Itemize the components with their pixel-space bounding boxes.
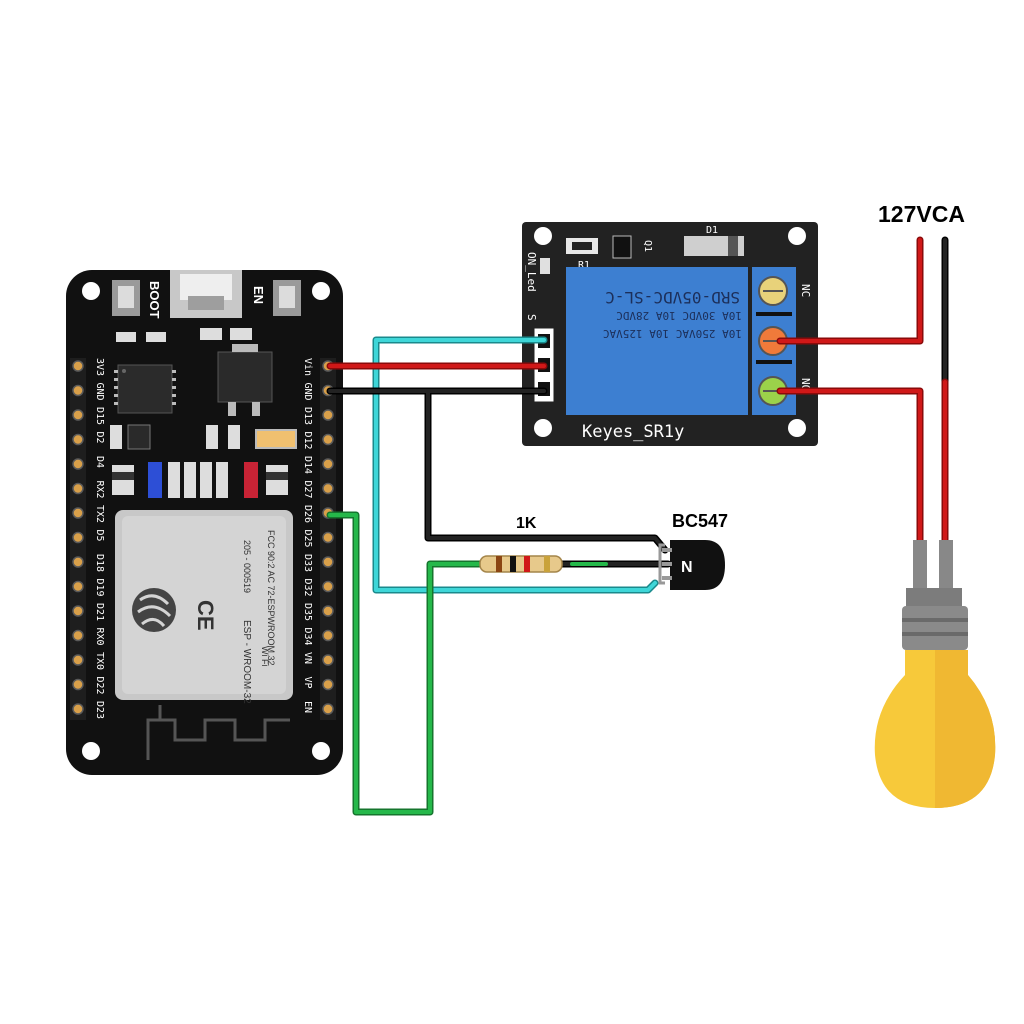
- esp32-right-pin-label: D25: [302, 530, 313, 548]
- esp32-right-pin[interactable]: [322, 556, 334, 568]
- usb-uart-chip: [114, 364, 176, 414]
- wires: [326, 236, 949, 816]
- esp32-left-pin-label: D22: [94, 677, 105, 695]
- module-model-text: ESP - WROOM-32: [241, 620, 252, 704]
- esp32-right-pin-label: Vin: [302, 358, 313, 376]
- voltage-label: 127VCA: [878, 201, 965, 227]
- esp32-right-pin[interactable]: [322, 409, 334, 421]
- voltage-regulator: [217, 344, 273, 416]
- esp32-left-pin[interactable]: [72, 703, 84, 715]
- esp32-right-pin[interactable]: [322, 703, 334, 715]
- right-pin-header: [320, 358, 336, 720]
- wire-green-gpio: [326, 511, 484, 816]
- en-button[interactable]: [273, 280, 301, 316]
- esp32-right-pin-label: D26: [302, 505, 313, 523]
- esp32-left-pin-label: D15: [94, 407, 105, 425]
- esp32-right-pin-label: D14: [302, 456, 313, 474]
- esp32-left-pin-label: D19: [94, 579, 105, 597]
- module-fcc-text: FCC 90:2 AC 72-ESPWROOM 32: [266, 530, 276, 666]
- en-label: EN: [251, 286, 266, 304]
- transistor-mark: N: [681, 559, 693, 576]
- esp32-right-pin-label: D13: [302, 407, 313, 425]
- esp32-right-pin-label: D32: [302, 579, 313, 597]
- esp32-left-pin-label: TX0: [94, 652, 105, 670]
- esp32-left-pin[interactable]: [72, 531, 84, 544]
- esp32-right-pin[interactable]: [322, 580, 334, 593]
- esp32-left-pin-label: D5: [94, 530, 105, 542]
- esp32-board: BOOT EN: [66, 270, 343, 775]
- esp32-left-pin[interactable]: [72, 433, 84, 446]
- esp32-left-pin[interactable]: [72, 654, 84, 666]
- esp32-right-pin[interactable]: [322, 458, 334, 470]
- antenna-trace: [146, 705, 290, 760]
- on-led-label: ON_Led: [525, 252, 538, 292]
- relay-body: SRD-05VDC-SL-C 10A 250VAC 10A 125VAC 10A…: [566, 267, 748, 415]
- relay-rating-1: 10A 250VAC 10A 125VAC: [603, 327, 742, 340]
- nc-label: NC: [799, 284, 812, 297]
- esp32-right-pin-label: VP: [302, 677, 313, 689]
- resistor-1k: [479, 555, 563, 573]
- light-bulb-icon: [874, 540, 996, 808]
- esp32-right-pin-label: D34: [302, 628, 313, 646]
- q1-label: Q1: [642, 240, 653, 252]
- esp32-left-pin[interactable]: [72, 556, 84, 568]
- esp32-left-pin[interactable]: [72, 605, 84, 617]
- relay-rating-2: 10A 30VDC 10A 28VDC: [616, 309, 742, 322]
- transistor-label: BC547: [672, 511, 728, 531]
- esp32-right-pin-label: D12: [302, 432, 313, 450]
- esp32-right-pin-label: GND: [302, 383, 313, 401]
- relay-brand-label: Keyes_SR1y: [582, 422, 684, 442]
- esp32-left-pin-label: D23: [94, 701, 105, 719]
- esp32-left-pin-label: D2: [94, 432, 105, 444]
- esp32-left-pin[interactable]: [72, 360, 84, 372]
- esp32-left-pin[interactable]: [72, 384, 84, 397]
- resistor-array: [112, 462, 288, 498]
- boot-label: BOOT: [147, 281, 162, 319]
- esp32-left-pin[interactable]: [72, 678, 84, 691]
- esp32-right-pin-label: VN: [302, 652, 313, 664]
- esp32-left-pin-label: D18: [94, 554, 105, 572]
- esp32-right-pin[interactable]: [322, 654, 334, 666]
- esp32-left-pin[interactable]: [72, 580, 84, 593]
- esp32-right-pin[interactable]: [322, 433, 334, 446]
- resistor-label: 1K: [516, 515, 537, 532]
- esp32-right-pin[interactable]: [322, 629, 334, 642]
- esp32-left-pin[interactable]: [72, 507, 84, 519]
- esp32-left-pin[interactable]: [72, 458, 84, 470]
- esp32-left-pin[interactable]: [72, 629, 84, 642]
- wifi-logo: Wi Fi: [260, 646, 270, 667]
- esp32-left-pin[interactable]: [72, 482, 84, 495]
- relay-model-text: SRD-05VDC-SL-C: [605, 288, 740, 307]
- s-label: S: [525, 314, 538, 321]
- left-pin-header: [70, 358, 86, 720]
- r1-label: R1: [578, 260, 590, 271]
- esp32-left-pin[interactable]: [72, 409, 84, 421]
- d1-label: D1: [706, 225, 718, 236]
- relay-module: D1 R1 Q1 ON_Led S SRD-05VDC-SL-C 10A 250…: [522, 222, 818, 446]
- esp32-right-pin-label: D33: [302, 554, 313, 572]
- esp32-right-pin[interactable]: [322, 605, 334, 617]
- module-id-text: 205 - 000519: [242, 540, 252, 593]
- esp32-left-pin-label: TX2: [94, 505, 105, 523]
- esp32-right-pin[interactable]: [322, 482, 334, 495]
- esp32-left-pin-label: D21: [94, 603, 105, 621]
- esp32-left-pin-label: RX2: [94, 481, 105, 499]
- boot-button[interactable]: [112, 280, 140, 316]
- esp32-right-pin-label: EN: [302, 701, 313, 713]
- esp32-left-pin-label: RX0: [94, 628, 105, 646]
- usb-port: [170, 270, 242, 318]
- esp32-left-pin-label: 3V3: [94, 358, 105, 376]
- esp32-right-pin-label: D35: [302, 603, 313, 621]
- ce-mark: CE: [193, 600, 218, 631]
- transistor-bc547: N: [658, 540, 725, 590]
- esp32-right-pin[interactable]: [322, 531, 334, 544]
- esp-wroom-32-module: FCC 90:2 AC 72-ESPWROOM 32 205 - 000519 …: [115, 510, 293, 704]
- esp32-left-pin-label: GND: [94, 383, 105, 401]
- esp32-left-pin-label: D4: [94, 456, 105, 468]
- esp32-right-pin-label: D27: [302, 481, 313, 499]
- esp32-right-pin[interactable]: [322, 678, 334, 691]
